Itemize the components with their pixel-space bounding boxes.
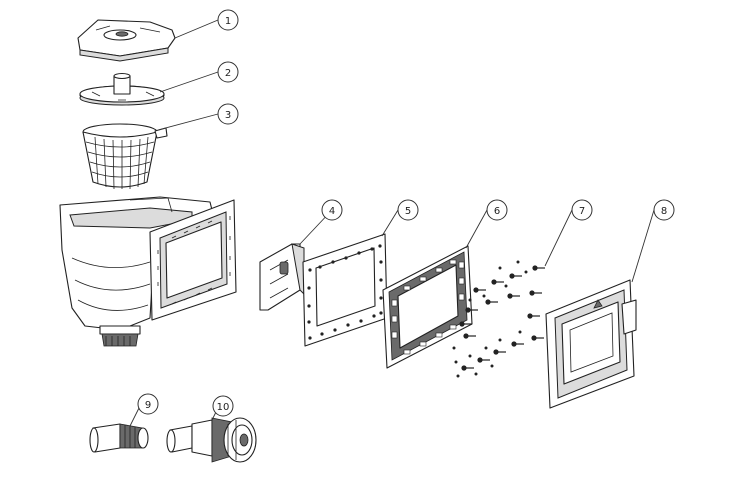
part-1-lid xyxy=(77,19,176,62)
callout-6: 6 xyxy=(486,199,508,221)
part-8-cover-frame xyxy=(545,279,637,409)
part-7-screws xyxy=(452,260,545,378)
callout-4-label: 4 xyxy=(329,206,335,217)
callout-10-label: 10 xyxy=(217,402,230,413)
callout-9: 9 xyxy=(137,393,159,415)
callout-6-label: 6 xyxy=(494,206,500,217)
part-2-diverter xyxy=(79,72,165,106)
callout-3: 3 xyxy=(217,103,239,125)
callout-7: 7 xyxy=(571,199,593,221)
part-6-faceplate xyxy=(382,245,473,369)
callout-leaders xyxy=(129,19,655,427)
callout-1-label: 1 xyxy=(225,16,231,27)
callout-5-label: 5 xyxy=(405,206,411,217)
callout-3-label: 3 xyxy=(225,110,231,121)
skimmer-body xyxy=(59,196,237,347)
callout-8: 8 xyxy=(653,199,675,221)
callout-2-label: 2 xyxy=(225,68,231,79)
callout-5: 5 xyxy=(397,199,419,221)
part-9-adapter xyxy=(89,423,149,453)
part-3-basket xyxy=(82,123,168,190)
callout-1: 1 xyxy=(217,9,239,31)
callout-7-label: 7 xyxy=(579,206,585,217)
callout-4: 4 xyxy=(321,199,343,221)
callout-2: 2 xyxy=(217,61,239,83)
part-5-gasket xyxy=(302,233,388,347)
part-4-clip xyxy=(259,243,305,311)
callout-10: 10 xyxy=(212,395,234,417)
callout-9-label: 9 xyxy=(145,400,151,411)
callout-8-label: 8 xyxy=(661,206,667,217)
part-10-return-fitting xyxy=(166,417,257,463)
